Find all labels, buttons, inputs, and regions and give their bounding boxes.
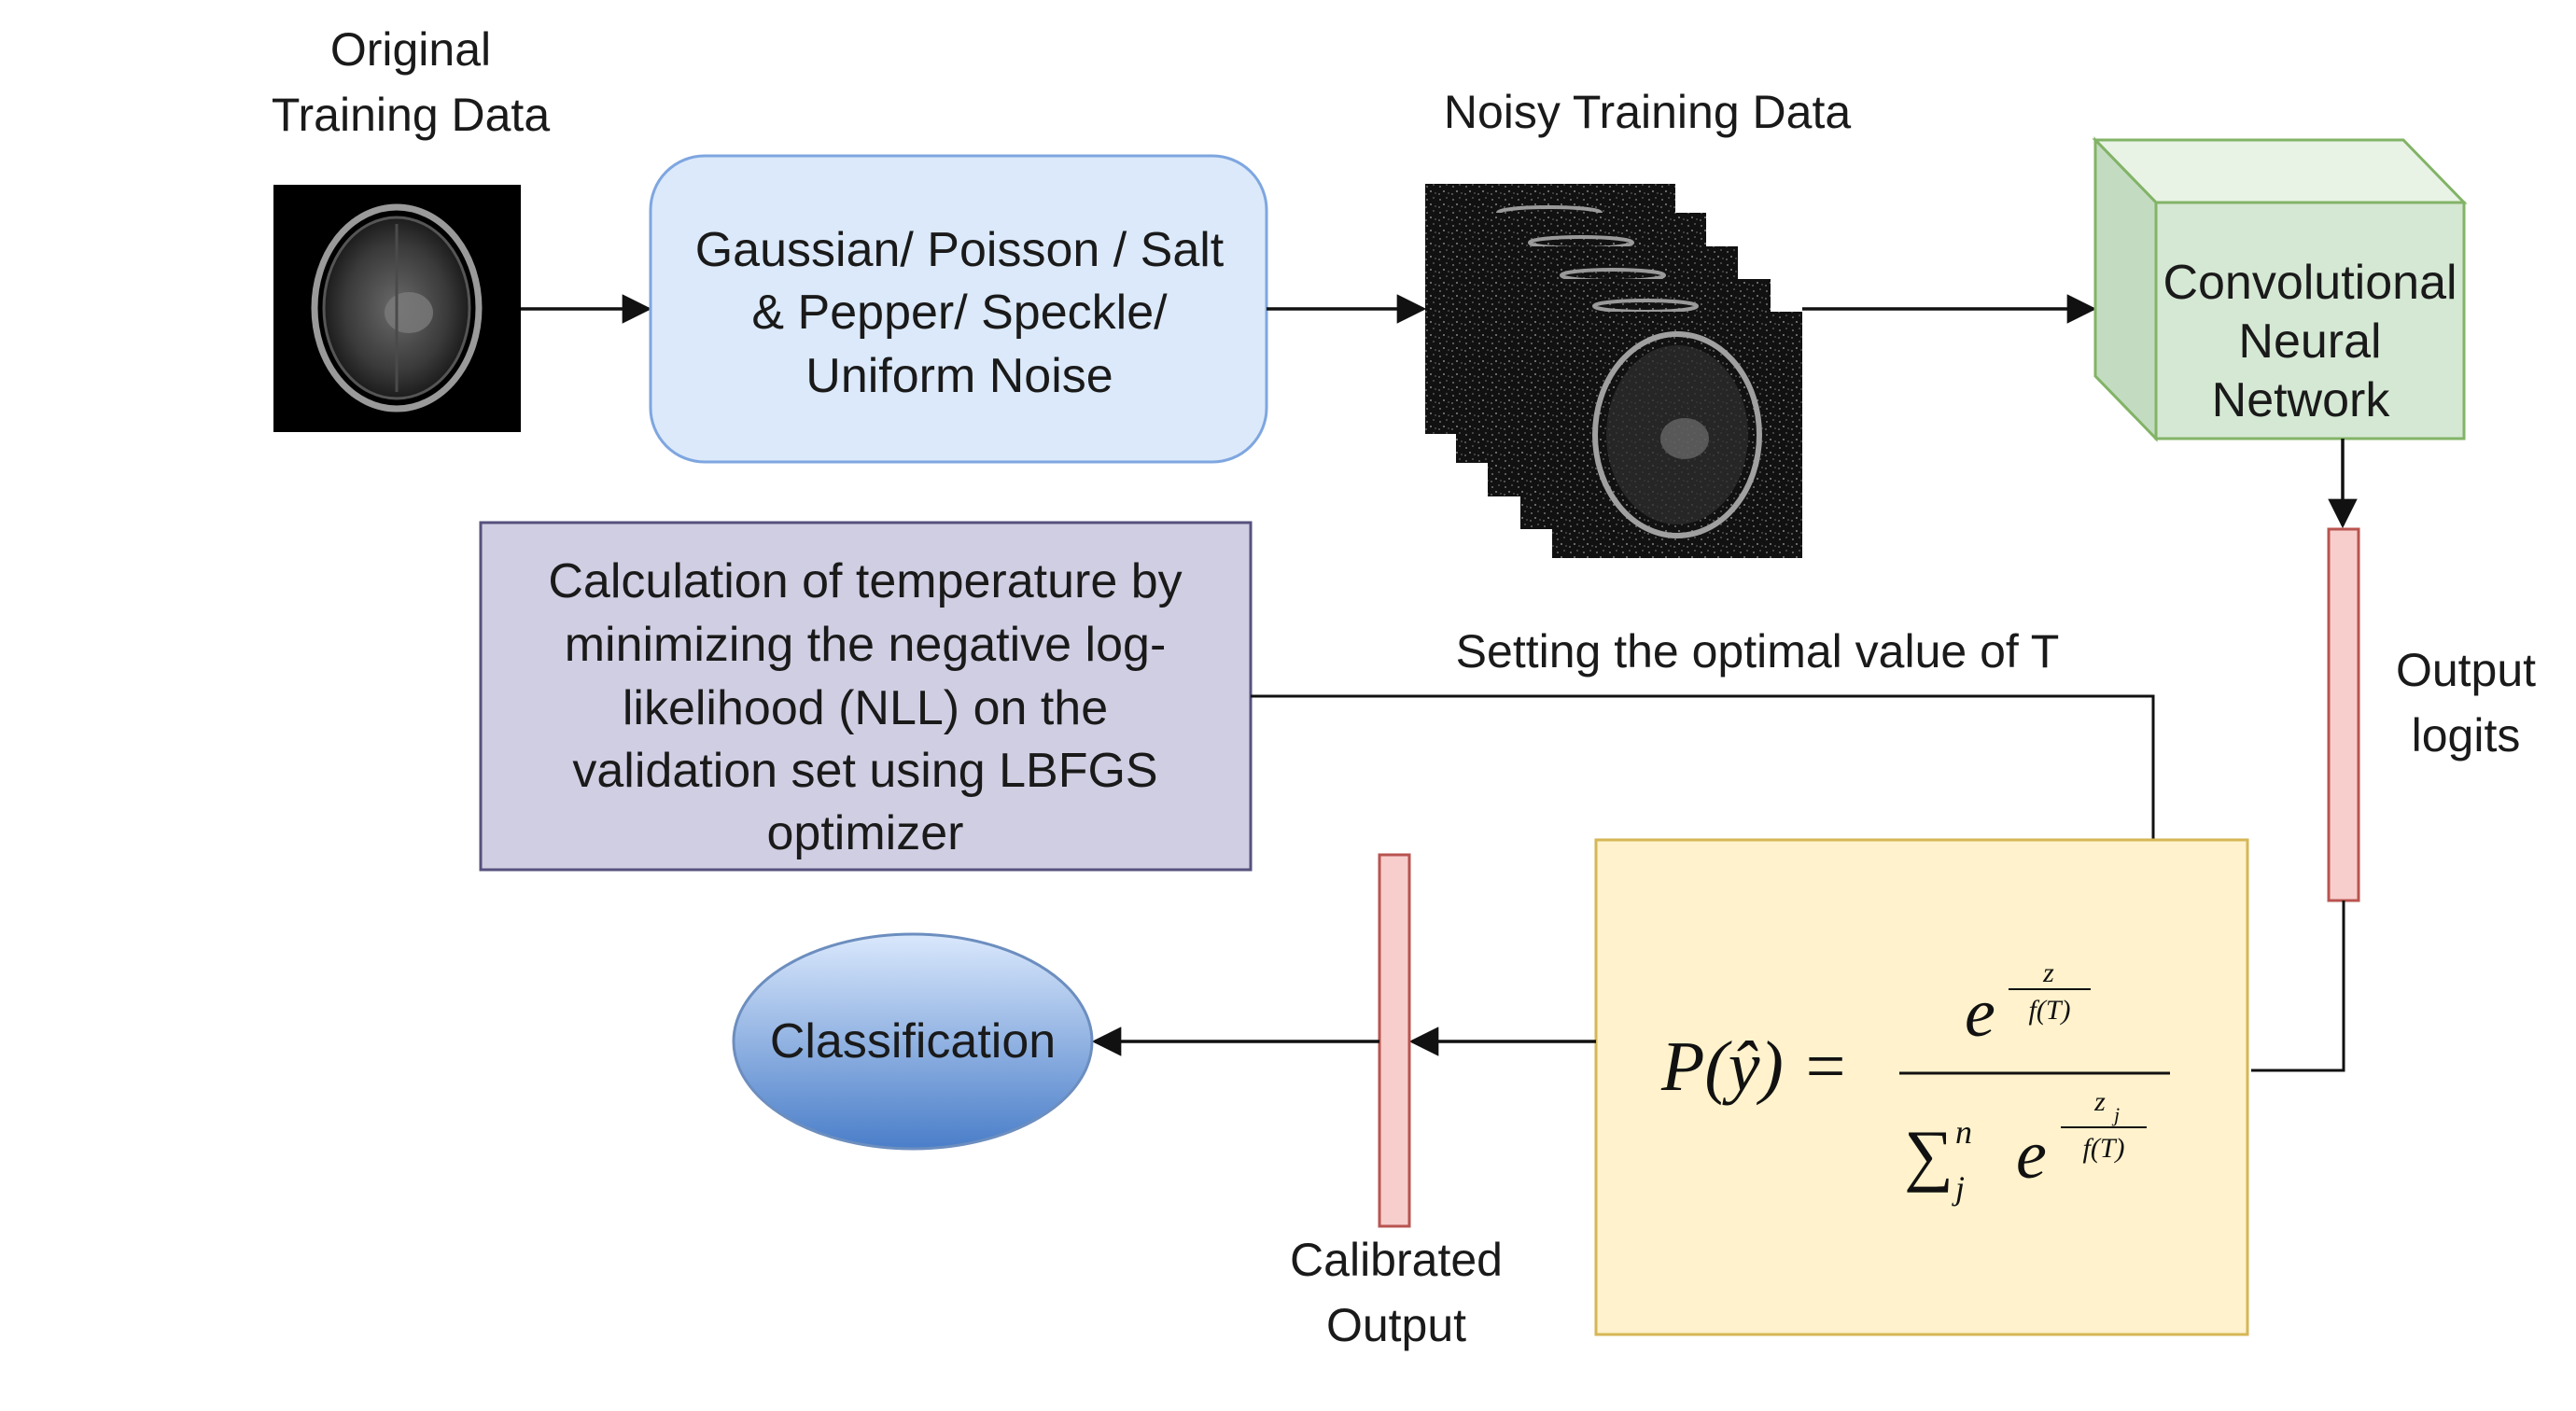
output-logits-label-line2: logits xyxy=(2412,709,2521,761)
temperature-calculation-box: Calculation of temperature by minimizing… xyxy=(479,521,1253,872)
noisy-data-label: Noisy Training Data xyxy=(1444,86,1851,138)
temperature-box-line3: likelihood (NLL) on the xyxy=(623,681,1108,735)
cnn-line1: Convolutional xyxy=(2163,256,2457,310)
output-logits-label-line1: Output xyxy=(2396,644,2536,696)
classification-label: Classification xyxy=(770,1014,1056,1069)
temperature-box-line2: minimizing the negative log- xyxy=(565,618,1167,672)
output-logits-bar xyxy=(2327,527,2360,902)
classification-node: Classification xyxy=(732,932,1094,1151)
softmax-formula-box: P(ŷ) = e z f(T) ∑ n j e z j f(T) xyxy=(1594,838,2249,1336)
original-data-label-line2: Training Data xyxy=(272,89,550,141)
noise-box-line3: Uniform Noise xyxy=(805,349,1113,403)
calibrated-output-bar xyxy=(1378,853,1411,1228)
calibrated-label-line1: Calibrated xyxy=(1290,1234,1503,1286)
cnn-line3: Network xyxy=(2212,373,2391,427)
temperature-box-line1: Calculation of temperature by xyxy=(548,554,1182,608)
formula-den-sub: j xyxy=(1952,1169,1965,1207)
original-mri-image xyxy=(273,185,521,432)
formula-num-exp-top: z xyxy=(2042,957,2054,988)
formula-num-base: e xyxy=(1965,975,1995,1052)
noisy-image-stack xyxy=(1425,184,1802,558)
formula-den-sum: ∑ xyxy=(1904,1117,1953,1194)
original-data-label-line1: Original xyxy=(330,23,491,76)
formula-den-base: e xyxy=(2016,1117,2047,1194)
temperature-box-line4: validation set using LBFGS xyxy=(572,744,1157,798)
connector-formula-to-temperature xyxy=(1251,694,2155,840)
cnn-cube: Convolutional Neural Network xyxy=(2092,136,2468,442)
formula-den-exp-top-sub: j xyxy=(2111,1103,2120,1126)
formula-lhs: P(ŷ) = xyxy=(1660,1027,1849,1106)
noise-types-box: Gaussian/ Poisson / Salt & Pepper/ Speck… xyxy=(649,154,1268,464)
connector-logits-to-formula xyxy=(2251,901,2345,1072)
formula-den-sup: n xyxy=(1955,1113,1972,1151)
noise-box-line2: & Pepper/ Speckle/ xyxy=(751,286,1168,340)
noise-box-line1: Gaussian/ Poisson / Salt xyxy=(695,223,1225,277)
formula-num-exp-bottom: f(T) xyxy=(2029,995,2071,1026)
setting-t-label: Setting the optimal value of T xyxy=(1456,625,2060,678)
formula-den-exp-bottom: f(T) xyxy=(2083,1133,2125,1164)
cnn-line2: Neural xyxy=(2238,314,2381,369)
formula-den-exp-top: z xyxy=(2093,1086,2106,1117)
calibrated-label-line2: Output xyxy=(1326,1299,1466,1351)
temperature-box-line5: optimizer xyxy=(767,806,964,860)
